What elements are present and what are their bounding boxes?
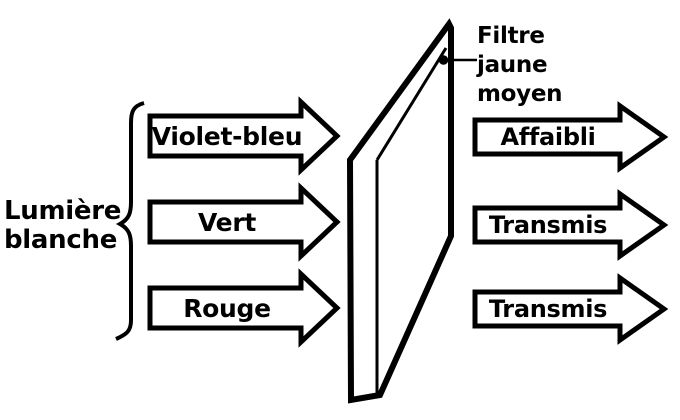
- filter-slab: [346, 18, 454, 404]
- input-arrow-label-vert: Vert: [197, 207, 257, 237]
- filter-label-line-3: moyen: [477, 81, 563, 107]
- output-arrow-affaibli: [472, 101, 669, 173]
- output-arrow-transmis-2: [472, 273, 669, 345]
- input-arrow-rouge: [147, 268, 341, 348]
- output-arrow-label-transmis-2: Transmis: [488, 295, 608, 323]
- source-light-line-1: Lumière: [4, 196, 122, 226]
- source-light-label: Lumière blanche: [4, 196, 122, 255]
- filter-label: Filtre jaune moyen: [477, 22, 563, 109]
- input-arrow-label-rouge: Rouge: [183, 293, 271, 323]
- source-light-line-2: blanche: [4, 225, 118, 255]
- input-arrow-label-violet-bleu: Violet-bleu: [151, 121, 303, 151]
- filter-slab-top-edge: [375, 47, 448, 161]
- output-arrow-transmis-1: [472, 189, 669, 261]
- filter-label-line-2: jaune: [477, 52, 548, 78]
- input-arrow-vert: [147, 182, 341, 262]
- filter-label-line-1: Filtre: [477, 23, 545, 49]
- brace: [115, 101, 145, 341]
- input-arrow-violet-bleu: [147, 96, 341, 176]
- output-arrow-label-transmis-1: Transmis: [488, 211, 608, 239]
- output-arrow-label-affaibli: Affaibli: [500, 123, 596, 151]
